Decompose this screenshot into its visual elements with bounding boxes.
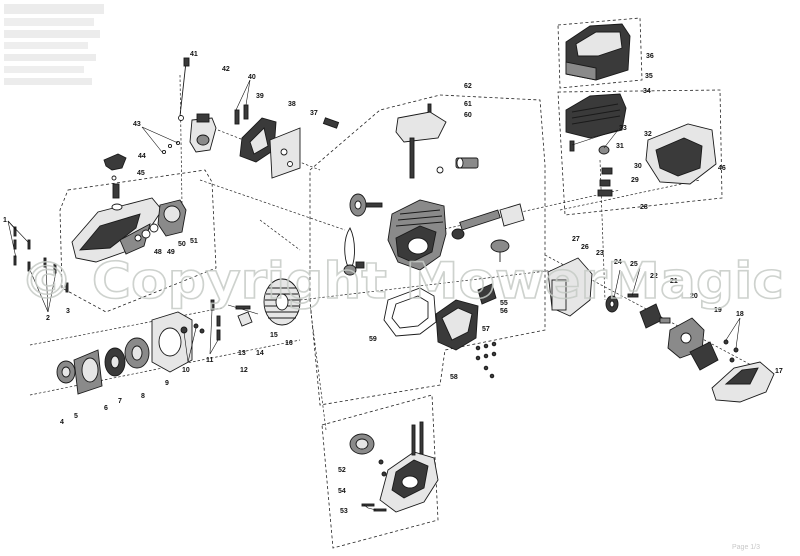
piston-part xyxy=(490,239,510,253)
part-label: 36 xyxy=(646,53,654,60)
part-label: 10 xyxy=(182,367,190,374)
part-label: 51 xyxy=(190,238,198,245)
engine-block-group xyxy=(343,103,525,379)
part-label: 19 xyxy=(714,307,722,314)
part-label: 43 xyxy=(133,121,141,128)
part-label: 45 xyxy=(137,170,145,177)
part-label: 1 xyxy=(3,217,7,224)
page-corner-mark: Page 1/3 xyxy=(732,544,760,551)
part-label: 6 xyxy=(104,405,108,412)
part-labels: 1 2 3 4 5 6 7 8 9 10 11 12 13 14 15 16 1… xyxy=(3,51,783,515)
frame-center-block xyxy=(309,94,546,406)
part-label: 61 xyxy=(464,101,472,108)
throttle-lever-part xyxy=(103,153,127,171)
part-label: 30 xyxy=(634,163,642,170)
engine-cover-group xyxy=(13,140,187,293)
part-label: 7 xyxy=(118,398,122,405)
part-label: 8 xyxy=(141,393,145,400)
reed-valve-part xyxy=(395,111,447,143)
part-label: 35 xyxy=(645,73,653,80)
part-label: 56 xyxy=(500,308,508,315)
group-frames xyxy=(59,17,723,549)
right-assembly-group xyxy=(547,23,775,403)
part-label: 16 xyxy=(285,340,293,347)
part-label: 57 xyxy=(482,326,490,333)
frame-air-filter xyxy=(557,17,643,89)
part-label: 62 xyxy=(464,83,472,90)
part-label: 58 xyxy=(450,374,458,381)
part-label: 12 xyxy=(240,367,248,374)
part-label: 40 xyxy=(248,74,256,81)
starter-group xyxy=(56,278,301,395)
part-label: 4 xyxy=(60,419,64,426)
part-label: 28 xyxy=(640,204,648,211)
frame-fuel-tank xyxy=(321,394,439,549)
part-label: 18 xyxy=(736,311,744,318)
part-label: 32 xyxy=(644,131,652,138)
part-label: 21 xyxy=(670,278,678,285)
part-label: 5 xyxy=(74,413,78,420)
part-label: 11 xyxy=(206,357,214,364)
part-label: 37 xyxy=(310,110,318,117)
part-label: 25 xyxy=(630,261,638,268)
copyright-watermark: © Copyright MowerMagic xyxy=(20,252,784,310)
part-label: 26 xyxy=(581,244,589,251)
part-label: 46 xyxy=(718,165,726,172)
leader-lines xyxy=(7,79,741,511)
part-label: 38 xyxy=(288,101,296,108)
scan-artifact xyxy=(4,4,104,85)
part-label: 52 xyxy=(338,467,346,474)
fuel-tank-group xyxy=(349,421,439,513)
part-label: 31 xyxy=(616,143,624,150)
part-label: 13 xyxy=(238,350,246,357)
part-label: 49 xyxy=(167,249,175,256)
part-label: 34 xyxy=(643,88,651,95)
part-label: 29 xyxy=(631,177,639,184)
part-label: 22 xyxy=(650,273,658,280)
part-label: 60 xyxy=(464,112,472,119)
part-label: 50 xyxy=(178,241,186,248)
part-label: 42 xyxy=(222,66,230,73)
part-label: 15 xyxy=(270,332,278,339)
part-label: 59 xyxy=(369,336,377,343)
part-label: 3 xyxy=(66,308,70,315)
part-label: 44 xyxy=(138,153,146,160)
part-label: 53 xyxy=(340,508,348,515)
part-label: 2 xyxy=(46,315,50,322)
part-label: 33 xyxy=(619,125,627,132)
part-label: 9 xyxy=(165,380,169,387)
part-label: 17 xyxy=(775,368,783,375)
gasket-part xyxy=(383,287,437,337)
part-label: 24 xyxy=(614,259,622,266)
part-label: 14 xyxy=(256,350,264,357)
part-label: 54 xyxy=(338,488,346,495)
part-label: 48 xyxy=(154,249,162,256)
frame-engine-cover xyxy=(59,169,217,313)
ignition-group xyxy=(178,57,340,179)
part-label: 41 xyxy=(190,51,198,58)
part-label: 27 xyxy=(572,236,580,243)
frame-carburetor xyxy=(557,89,723,216)
flywheel-part xyxy=(263,278,301,326)
part-label: 20 xyxy=(690,293,698,300)
part-label: 23 xyxy=(596,250,604,257)
part-label: 39 xyxy=(256,93,264,100)
part-label: 55 xyxy=(500,300,508,307)
